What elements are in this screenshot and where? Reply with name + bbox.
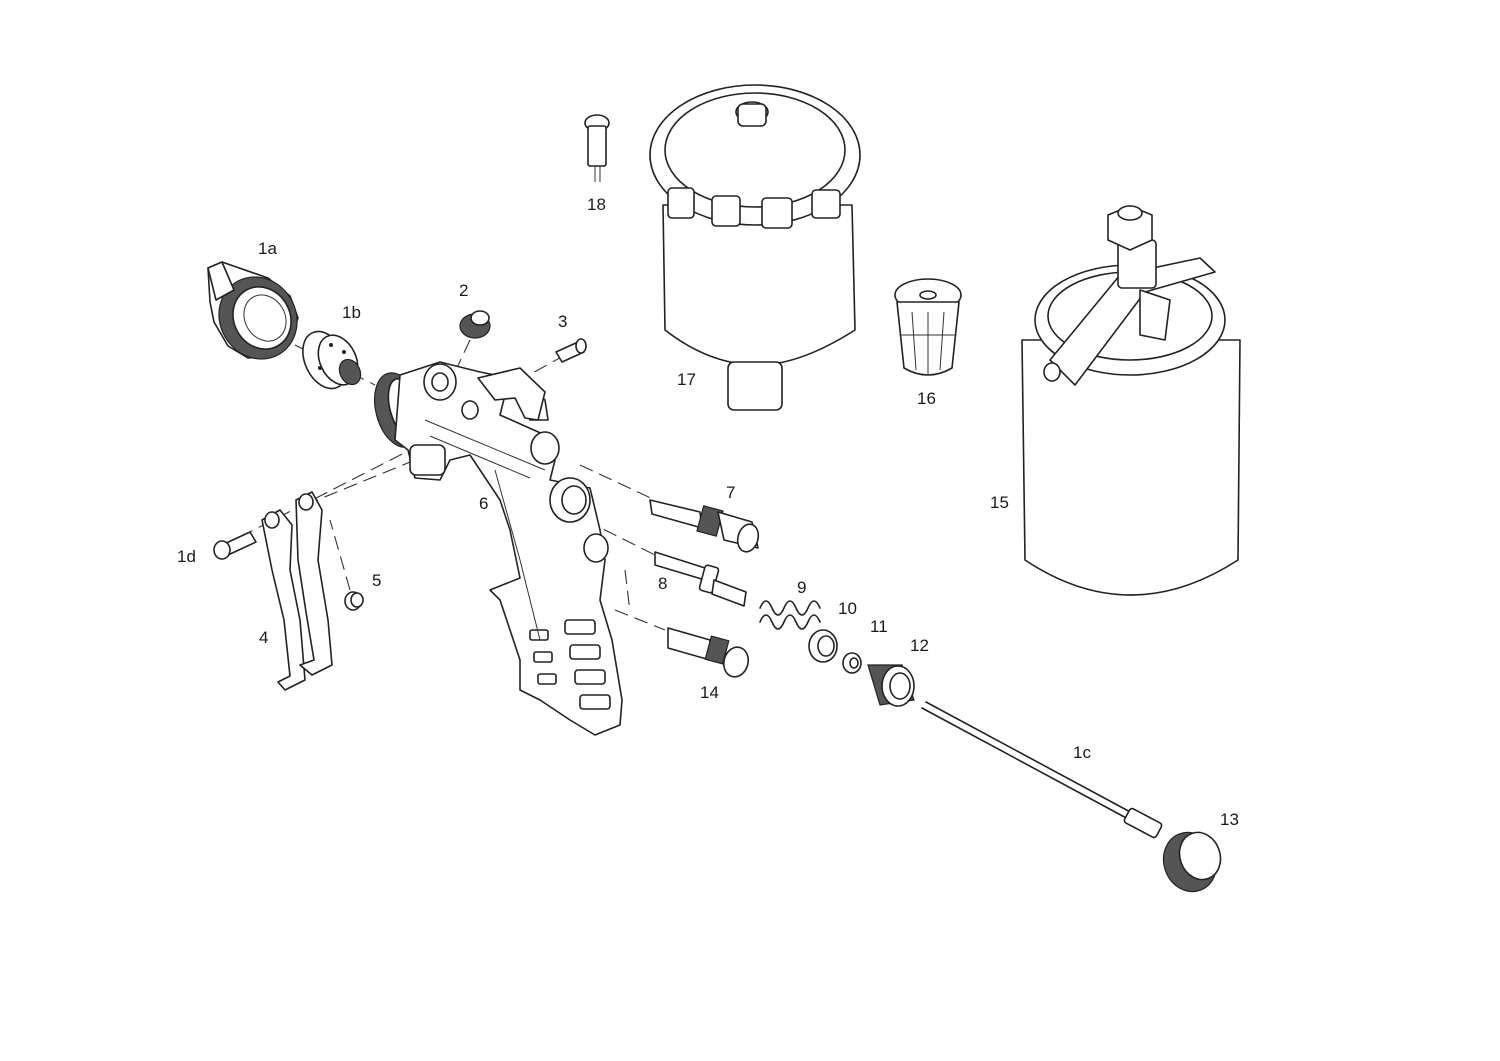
label-7: 7 [726, 483, 735, 502]
label-6: 6 [479, 494, 488, 513]
gun-body-icon [373, 361, 623, 736]
label-9: 9 [797, 578, 806, 597]
part-labels: 1a 1b 2 3 18 17 16 15 6 7 1d 5 4 8 9 10 … [177, 195, 1239, 829]
label-15: 15 [990, 493, 1009, 512]
pin-icon [555, 338, 587, 363]
knurled-nut-icon [867, 664, 915, 707]
label-10: 10 [838, 599, 857, 618]
label-4: 4 [259, 628, 268, 647]
label-1c: 1c [1073, 743, 1091, 762]
needle-icon [921, 701, 1163, 839]
air-valve-icon [649, 499, 760, 553]
label-3: 3 [558, 312, 567, 331]
label-2: 2 [459, 281, 468, 300]
label-8: 8 [658, 574, 667, 593]
filter-icon [894, 278, 962, 376]
fluid-adjust-knob-icon [459, 310, 491, 339]
tube-icon [584, 114, 610, 182]
label-5: 5 [372, 571, 381, 590]
spring-icon [759, 600, 821, 630]
small-washer-icon [842, 652, 862, 674]
label-11: 11 [870, 617, 888, 636]
washer-icon [808, 629, 838, 663]
needle-cap-icon [1162, 831, 1222, 893]
air-cap-icon [207, 261, 299, 360]
label-12: 12 [910, 636, 929, 655]
label-1d: 1d [177, 547, 196, 566]
label-13: 13 [1220, 810, 1239, 829]
valve-stem-icon [654, 551, 747, 607]
suction-cup-icon [1021, 205, 1241, 596]
gravity-cup-icon [649, 84, 861, 411]
fluid-nozzle-icon [302, 330, 362, 390]
label-16: 16 [917, 389, 936, 408]
label-1b: 1b [342, 303, 361, 322]
label-14: 14 [700, 683, 719, 702]
label-18: 18 [587, 195, 606, 214]
trigger-icon [261, 491, 333, 691]
fan-valve-icon [667, 627, 750, 678]
label-17: 17 [677, 370, 696, 389]
label-1a: 1a [258, 239, 277, 258]
ring-icon [344, 591, 364, 611]
trigger-screw-icon [213, 531, 257, 560]
